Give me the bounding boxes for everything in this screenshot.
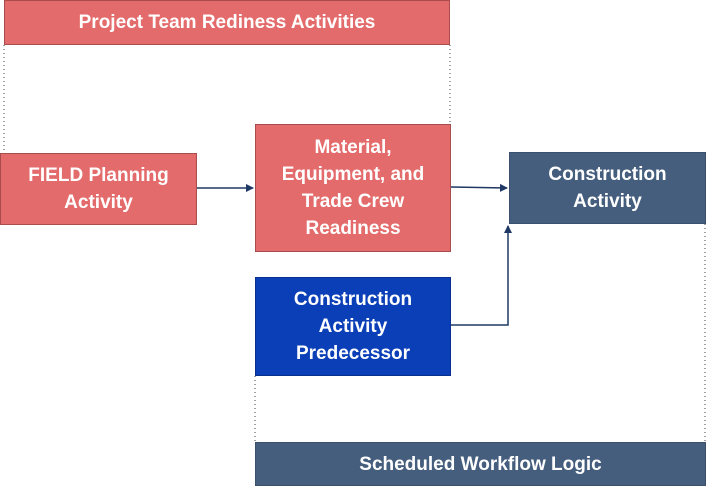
- team-readiness-box: Project Team Rediness Activities: [4, 0, 450, 45]
- material-readiness-line: Trade Crew: [301, 191, 405, 212]
- workflow-logic-label: Scheduled Workflow Logic: [359, 453, 602, 475]
- predecessor-line: Predecessor: [295, 343, 411, 364]
- construction-activity-box: Construction Activity: [509, 152, 706, 224]
- field-planning-box: FIELD Planning Activity: [0, 153, 197, 225]
- predecessor-box: Construction Activity Predecessor: [255, 277, 451, 376]
- arrow-predecessor-to-construction: [451, 225, 512, 326]
- material-readiness-line: Equipment, and: [281, 164, 425, 185]
- team-readiness-label: Project Team Rediness Activities: [78, 12, 376, 33]
- predecessor-line: Construction: [293, 289, 413, 310]
- material-readiness-line: Material,: [314, 137, 392, 158]
- construction-activity-line: Activity: [573, 191, 642, 212]
- workflow-logic-box: Scheduled Workflow Logic: [255, 442, 706, 486]
- predecessor-line: Activity: [318, 316, 388, 337]
- material-readiness-line: Readiness: [305, 218, 401, 239]
- field-planning-line: FIELD Planning: [28, 165, 169, 186]
- field-planning-line: Activity: [64, 192, 133, 213]
- construction-activity-line: Construction: [548, 164, 667, 185]
- material-readiness-box: Material, Equipment, and Trade Crew Read…: [255, 124, 451, 252]
- arrow-material-to-construction: [450, 183, 508, 192]
